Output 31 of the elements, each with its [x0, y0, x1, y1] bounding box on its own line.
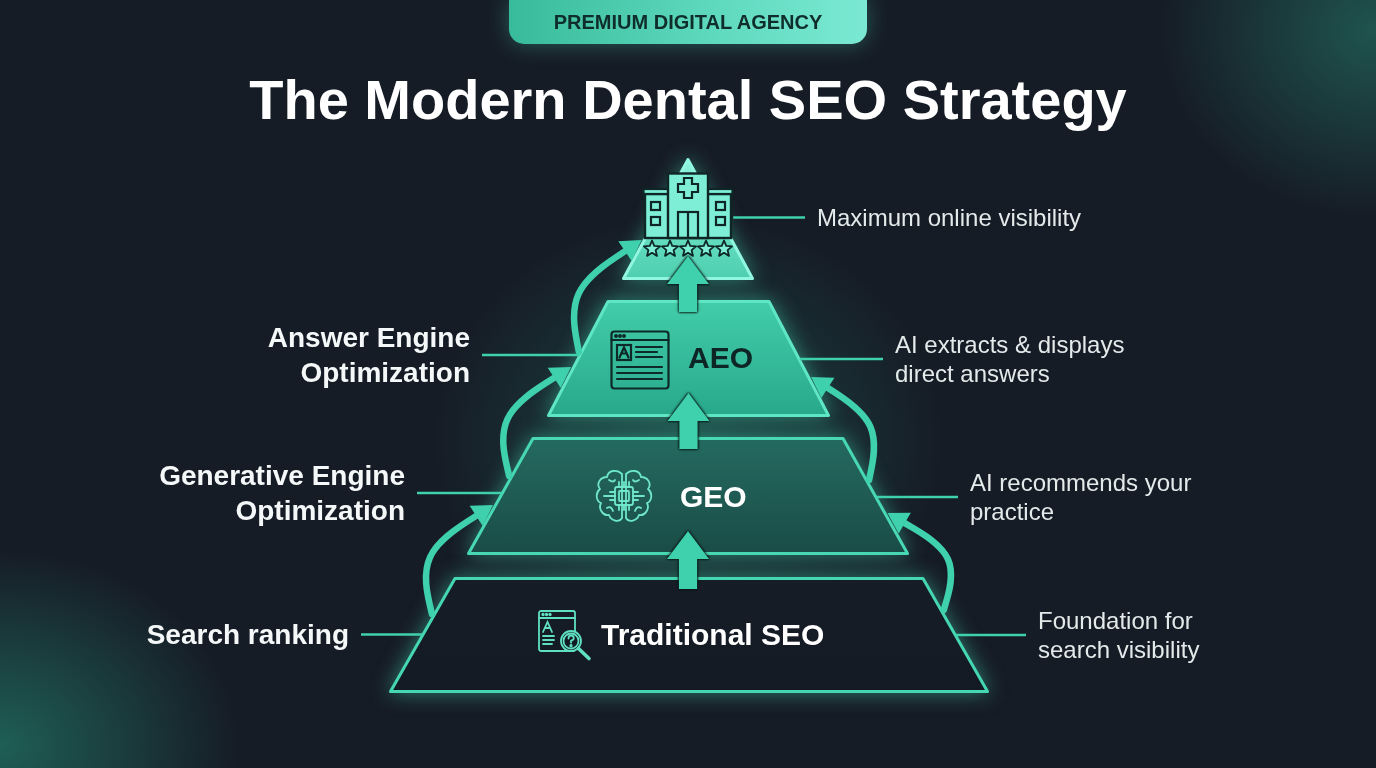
tier-note: AI recommends your practice: [970, 468, 1198, 526]
tier-note: Maximum online visibility: [817, 203, 1082, 232]
tier-name: Search ranking: [146, 617, 349, 652]
leader-line: [482, 353, 580, 357]
leader-line: [733, 216, 805, 219]
tier-title: AEO: [688, 340, 753, 376]
pyramid-tier: [547, 300, 830, 417]
tier-name: Answer Engine Optimization: [260, 320, 470, 390]
pyramid-tier: [467, 437, 909, 555]
tier-note: AI extracts & displays direct answers: [895, 330, 1135, 388]
leader-line: [956, 633, 1026, 637]
curved-arrow: [811, 377, 878, 484]
leader-line: [417, 491, 502, 495]
block-arrow: [667, 393, 710, 449]
agency-badge: PREMIUM DIGITAL AGENCY: [509, 0, 867, 44]
tier-title: GEO: [680, 479, 747, 515]
pyramid-peak: [622, 158, 754, 280]
tier-note: Foundation for search visibility: [1038, 606, 1208, 664]
curved-arrow: [422, 505, 493, 618]
curved-arrow: [570, 240, 642, 356]
pyramid-tier: [389, 577, 989, 693]
title: The Modern Dental SEO Strategy: [248, 68, 1128, 132]
tier-name: Generative Engine Optimization: [153, 458, 405, 528]
leader-line: [361, 633, 423, 636]
curved-arrow: [887, 512, 955, 614]
block-arrow: [667, 531, 709, 589]
block-arrow: [667, 256, 709, 312]
curved-arrow: [500, 367, 572, 480]
leader-line: [799, 357, 883, 361]
leader-line: [876, 495, 958, 499]
tier-title: Traditional SEO: [601, 617, 825, 653]
